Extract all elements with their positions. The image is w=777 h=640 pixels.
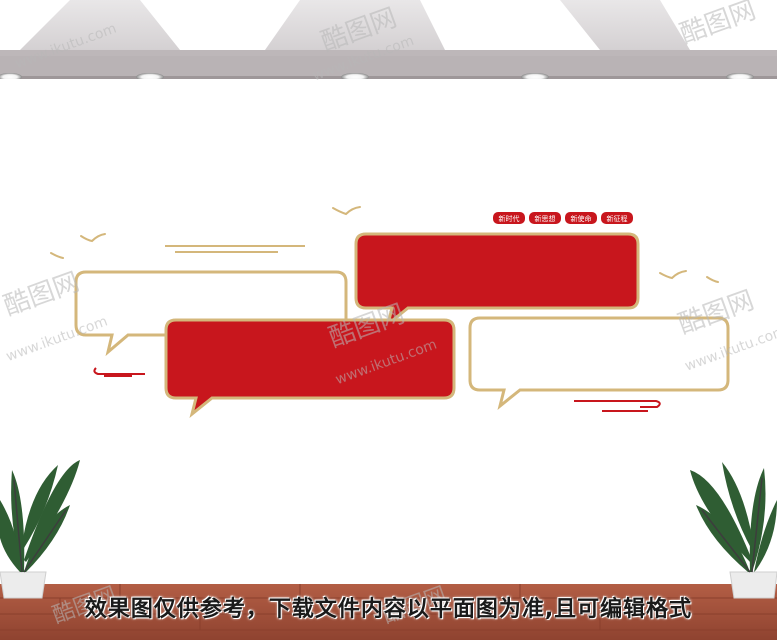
tag-row: 新时代 新思想 新使命 新征程: [493, 212, 633, 224]
gold-line-decoration: [165, 245, 305, 253]
tag-2: 新思想: [535, 214, 556, 223]
potted-plant-right: [690, 462, 777, 599]
red-cloud-decoration-right: [574, 400, 661, 412]
tag-4: 新征程: [607, 214, 628, 223]
speech-bubble-red-top: [354, 232, 640, 328]
wood-floor: [0, 584, 777, 640]
tag-1: 新时代: [499, 214, 520, 223]
speech-bubble-white-right: [468, 316, 730, 410]
ceiling: [0, 0, 777, 79]
bird-icons: [50, 206, 719, 283]
speech-bubble-red-middle: [164, 318, 456, 418]
tag-3: 新使命: [571, 214, 592, 223]
red-cloud-decoration-left: [93, 367, 145, 377]
potted-plant-left: [0, 460, 80, 599]
preview-disclaimer-caption: 效果图仅供参考，下载文件内容以平面图为准,且可编辑格式: [84, 597, 693, 622]
